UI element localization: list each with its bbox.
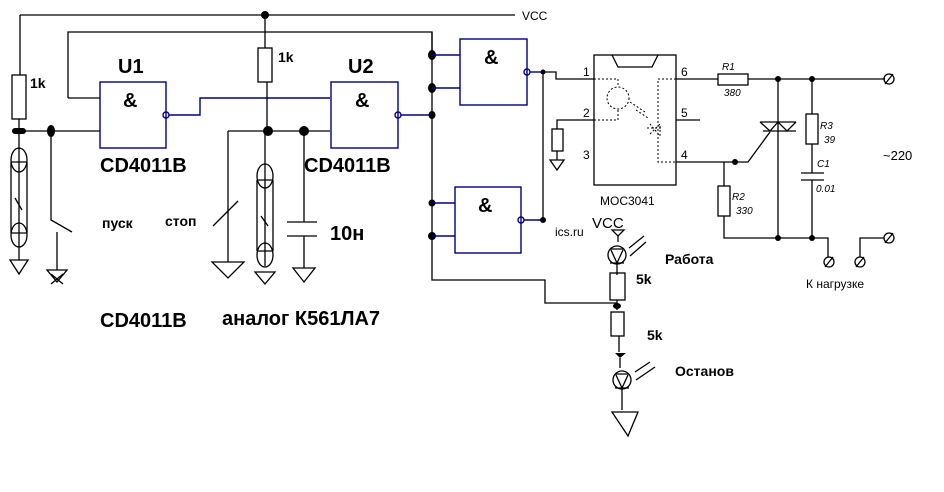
r1-value: 380 [724, 88, 741, 99]
c1-value: 0.01 [816, 184, 835, 195]
stop-button-switch [210, 131, 246, 279]
r2-value: 330 [736, 206, 753, 217]
resistor-r1 [717, 73, 885, 86]
gate-u3 [432, 38, 543, 106]
u4-symbol: & [478, 195, 492, 217]
footer-part: CD4011B [100, 310, 187, 332]
resistor-left [11, 74, 27, 134]
opto-pin-5: 5 [681, 106, 688, 120]
u2-part: CD4011B [304, 155, 391, 177]
resistor-led1-value: 5k [636, 271, 652, 287]
resistor-mid [257, 15, 273, 131]
led-run-label: Работа [665, 251, 714, 267]
resistor-mid-value: 1k [278, 49, 294, 65]
triac [732, 79, 797, 238]
led-stop [610, 353, 656, 438]
gate-u1 [99, 81, 330, 149]
optocoupler [548, 54, 735, 186]
led-run [607, 229, 647, 275]
vcc-label: VCC [522, 9, 548, 23]
capacitor-timer [287, 131, 317, 284]
load-label: К нагрузке [806, 277, 864, 291]
r1-ref: R1 [722, 62, 735, 73]
u2-symbol: & [355, 90, 369, 112]
u1-symbol: & [123, 90, 137, 112]
reed-switch-left [10, 131, 28, 260]
start-button-switch [45, 131, 73, 285]
terminal-mains-1 [883, 73, 895, 85]
c1-ref: C1 [817, 159, 830, 170]
footer-analog: аналог К561ЛА7 [222, 308, 380, 330]
reed-switch-mid [253, 131, 277, 286]
terminal-mains-2 [883, 232, 895, 244]
capacitor-timer-value: 10н [330, 223, 364, 245]
u1-ref: U1 [118, 56, 144, 78]
stop-label: стоп [165, 213, 196, 229]
opto-pin-4: 4 [681, 148, 688, 162]
resistor-led2 [610, 311, 625, 352]
r3-value: 39 [824, 135, 836, 146]
vcc-led-label: VCC [592, 215, 624, 232]
gate-u2 [330, 81, 432, 149]
resistor-led1 [609, 272, 626, 310]
opto-pin-6: 6 [681, 65, 688, 79]
ground-symbol [8, 259, 30, 276]
r2-ref: R2 [732, 192, 745, 203]
u1-part: CD4011B [100, 155, 187, 177]
gate-u4 [432, 186, 543, 254]
u2-ref: U2 [348, 56, 374, 78]
opto-pin-3: 3 [583, 148, 590, 162]
snubber [801, 79, 824, 238]
resistor-r2 [717, 162, 829, 257]
vcc-rail [19, 11, 515, 75]
opto-part: MOC3041 [600, 194, 655, 208]
opto-pin-1: 1 [583, 65, 590, 79]
led-stop-label: Останов [675, 363, 734, 379]
mains-voltage: ~220 [883, 148, 912, 163]
u3-symbol: & [484, 47, 498, 69]
start-label: пуск [102, 215, 134, 231]
terminal-load-1 [823, 256, 835, 268]
resistor-led2-value: 5k [647, 327, 663, 343]
watermark: ics.ru [555, 225, 584, 239]
r3-ref: R3 [820, 121, 833, 132]
resistor-left-value: 1k [30, 75, 46, 91]
opto-pin-2: 2 [583, 106, 590, 120]
